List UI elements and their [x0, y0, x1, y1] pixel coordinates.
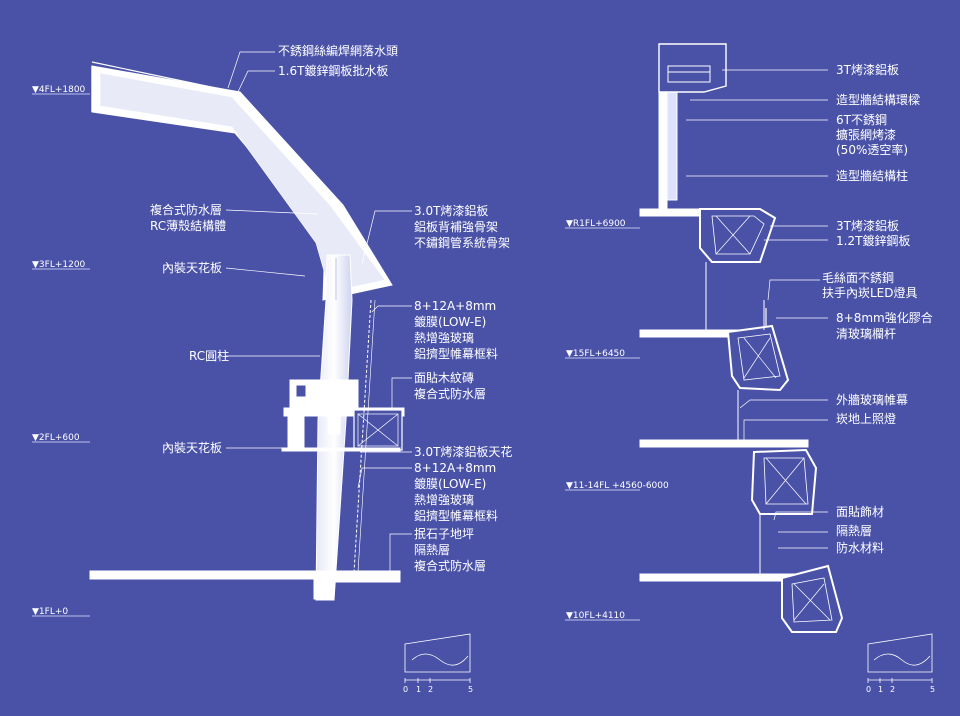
label-glass-spec-2: 8+12A+8mm: [414, 461, 497, 475]
scale-right-tick-5: 5: [930, 685, 936, 694]
right-section: [565, 43, 933, 683]
label-interior-ceiling-2: 內裝天花板: [162, 441, 223, 455]
scale-right-tick-0: 0: [866, 685, 872, 694]
label-al-panel: 3.0T烤漆鋁板: [414, 204, 489, 218]
label-galv-12: 1.2T鍍鋅鋼板: [836, 234, 911, 248]
scale-bar-right: [867, 633, 933, 683]
label-composite-waterproof: 複合式防水層: [150, 203, 223, 217]
label-curtain-frame: 鋁擠型帷幕框料: [414, 347, 499, 361]
level-15fl: ▼15FL+6450: [566, 349, 626, 359]
level-4fl: ▼4FL+1800: [32, 85, 86, 95]
scale-left-tick-0: 0: [403, 685, 409, 694]
scale-bar-left: [404, 633, 471, 683]
label-finish: 面貼飾材: [836, 505, 885, 519]
label-wall-column: 造型牆結構柱: [836, 169, 909, 183]
label-led-handrail: 扶手內崁LED燈具: [822, 286, 918, 300]
label-rc-thin-shell: RC薄殼結構體: [150, 219, 227, 233]
label-terrazzo: 抿石子地坪: [414, 527, 475, 541]
floor-10: [639, 564, 844, 633]
label-ss-6t: 6T不銹鋼: [836, 113, 887, 127]
label-outer-curtain: 外牆玻璃帷幕: [836, 393, 909, 407]
label-al-3t: 3T烤漆鋁板: [836, 63, 899, 77]
scale-left-tick-2: 2: [428, 685, 434, 694]
label-ss-pipe-frame: 不鏽鋼管系統骨架: [414, 236, 511, 250]
label-insulation-right: 隔熱層: [836, 524, 873, 538]
scale-left-tick-5: 5: [468, 685, 474, 694]
label-wood-tile: 面貼木紋磚: [414, 371, 475, 385]
label-al-ceiling: 3.0T烤漆鋁板天花: [414, 445, 513, 459]
level-1fl: ▼1FL+0: [32, 607, 69, 617]
2f-slab: [281, 379, 405, 452]
level-11-14fl: ▼11-14FL +4560-6000: [566, 481, 669, 491]
left-section: [32, 51, 471, 683]
scale-right-tick-1: 1: [878, 685, 884, 694]
label-laminated-glass: 8+8mm強化膠合: [836, 311, 933, 325]
label-waterproof: 防水材料: [836, 541, 885, 555]
level-2fl: ▼2FL+600: [32, 433, 80, 443]
label-galv-flashing: 1.6T鍍鋅鋼板批水板: [278, 64, 389, 78]
floor-11-14: [639, 439, 818, 515]
label-composite-waterproof-3: 複合式防水層: [414, 559, 487, 573]
roof-wall: [658, 43, 727, 213]
label-al-back-frame: 鋁板背補強骨架: [414, 220, 499, 234]
label-low-e-2: 鍍膜(LOW-E): [414, 477, 487, 491]
label-insulation: 隔熱層: [414, 543, 451, 557]
label-rc-column: RC圓柱: [189, 349, 230, 363]
label-composite-waterproof-2: 複合式防水層: [414, 387, 487, 401]
level-10fl: ▼10FL+4110: [566, 611, 626, 621]
label-interior-ceiling: 內裝天花板: [162, 261, 223, 275]
label-wall-ring-beam: 造型牆結構環樑: [836, 93, 921, 107]
level-3fl: ▼3FL+1200: [32, 260, 86, 270]
label-tempered-glass-2: 熱增強玻璃: [414, 493, 475, 507]
scale-left-tick-1: 1: [416, 685, 422, 694]
label-stainless-drain: 不銹鋼絲編焊網落水頭: [278, 44, 399, 58]
floor-15: [639, 308, 790, 392]
level-r1fl: ▼R1FL+6900: [566, 219, 626, 229]
label-brushed-ss: 毛絲面不銹鋼: [822, 271, 895, 285]
label-expanded-mesh: 擴張網烤漆: [836, 128, 897, 142]
curtain-wall: [353, 299, 372, 573]
label-glass-railing: 清玻璃欄杆: [836, 327, 897, 341]
label-al-3t-2: 3T烤漆鋁板: [836, 219, 899, 233]
ground-slab: [89, 570, 401, 600]
floor-r1: [639, 208, 777, 263]
label-curtain-frame-2: 鋁擠型帷幕框料: [414, 509, 499, 523]
label-floor-light: 崁地上照燈: [836, 412, 897, 426]
label-glass-spec: 8+12A+8mm: [414, 299, 497, 313]
label-low-e: 鍍膜(LOW-E): [414, 315, 487, 329]
label-perforation: (50%透空率): [836, 143, 909, 157]
label-tempered-glass: 熱增強玻璃: [414, 331, 475, 345]
scale-right-tick-2: 2: [890, 685, 896, 694]
